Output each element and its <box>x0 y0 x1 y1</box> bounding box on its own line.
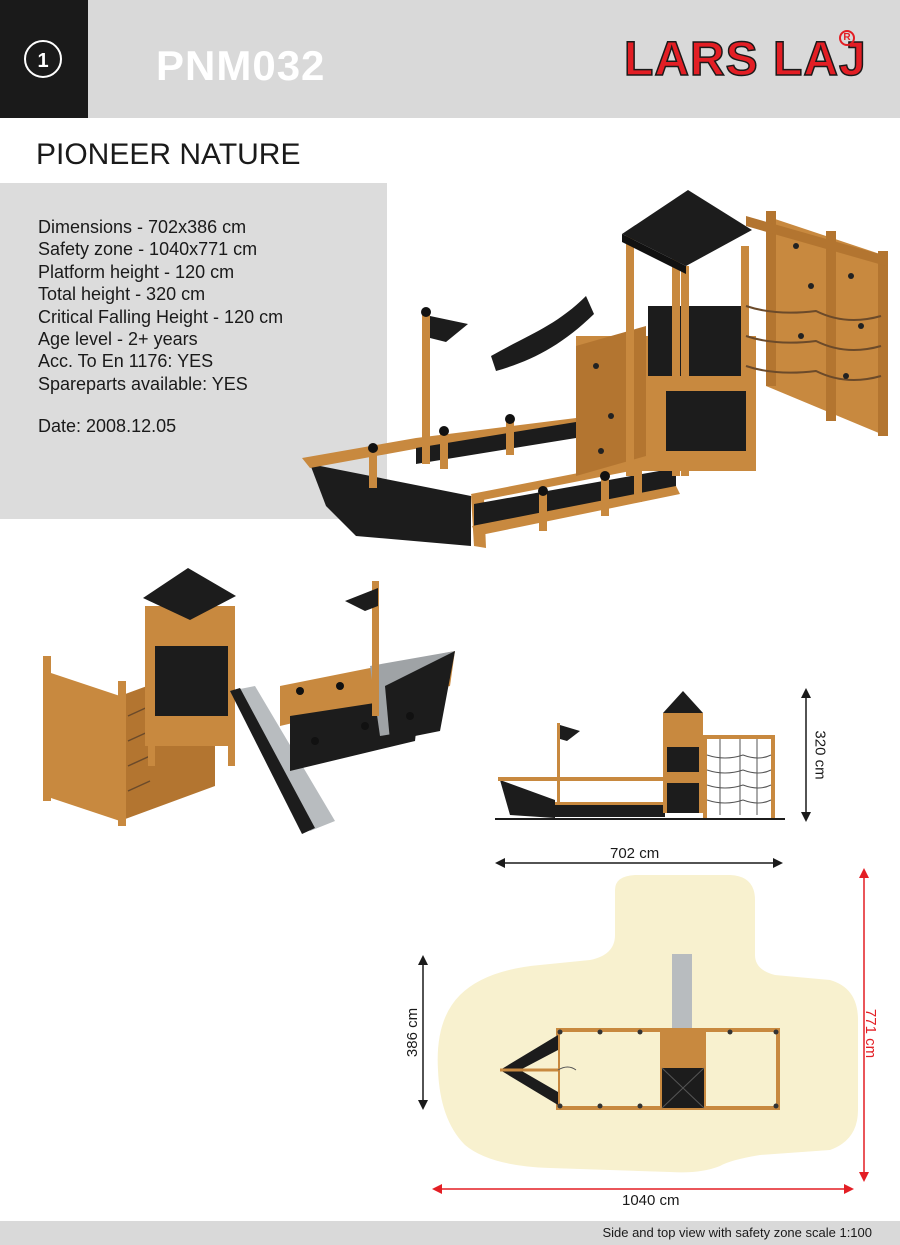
header-bar: 1 PNM032 LARS LAJ R <box>0 0 900 118</box>
footer-bar: Side and top view with safety zone scale… <box>0 1221 900 1245</box>
side-view-illustration <box>495 691 785 820</box>
zone-depth-dimension-arrow <box>859 868 869 1182</box>
sheet-number: 1 <box>24 40 62 78</box>
zone-width-dimension-arrow <box>432 1184 854 1194</box>
brand-logo: LARS LAJ <box>623 33 867 86</box>
depth-dimension-label: 386 cm <box>404 1007 422 1058</box>
spec-total-height: Total height - 320 cm <box>38 284 206 305</box>
spec-date: Date: 2008.12.05 <box>38 416 177 436</box>
product-code: PNM032 <box>156 42 326 89</box>
spec-spareparts: Spareparts available: YES <box>38 373 248 394</box>
height-dimension-label: 320 cm <box>811 730 829 780</box>
sheet-number-block: 1 <box>0 0 88 118</box>
main-render-illustration <box>302 190 888 548</box>
zone-width-dimension-label: 1040 cm <box>622 1192 680 1209</box>
spec-en1176: Acc. To En 1176: YES <box>38 351 214 372</box>
spec-safety-zone: Safety zone - 1040x771 cm <box>38 239 258 260</box>
spec-critical-falling-height: Critical Falling Height - 120 cm <box>38 306 284 327</box>
height-dimension-arrow <box>801 688 811 822</box>
registered-mark-icon: R <box>839 30 855 46</box>
top-view-illustration <box>437 875 858 1173</box>
footer-caption: Side and top view with safety zone scale… <box>602 1225 872 1240</box>
zone-depth-dimension-label: 771 cm <box>862 1008 880 1059</box>
spec-list: Dimensions - 702x386 cm Safety zone - 10… <box>38 216 283 395</box>
secondary-render-illustration <box>43 568 455 834</box>
length-dimension-label: 702 cm <box>610 845 660 862</box>
product-title: PIONEER NATURE <box>36 138 301 171</box>
spec-dimensions: Dimensions - 702x386 cm <box>38 217 247 237</box>
spec-platform-height: Platform height - 120 cm <box>38 261 235 282</box>
spec-age-level: Age level - 2+ years <box>38 329 198 350</box>
length-dimension-arrow <box>495 858 783 868</box>
depth-dimension-arrow <box>418 955 428 1110</box>
